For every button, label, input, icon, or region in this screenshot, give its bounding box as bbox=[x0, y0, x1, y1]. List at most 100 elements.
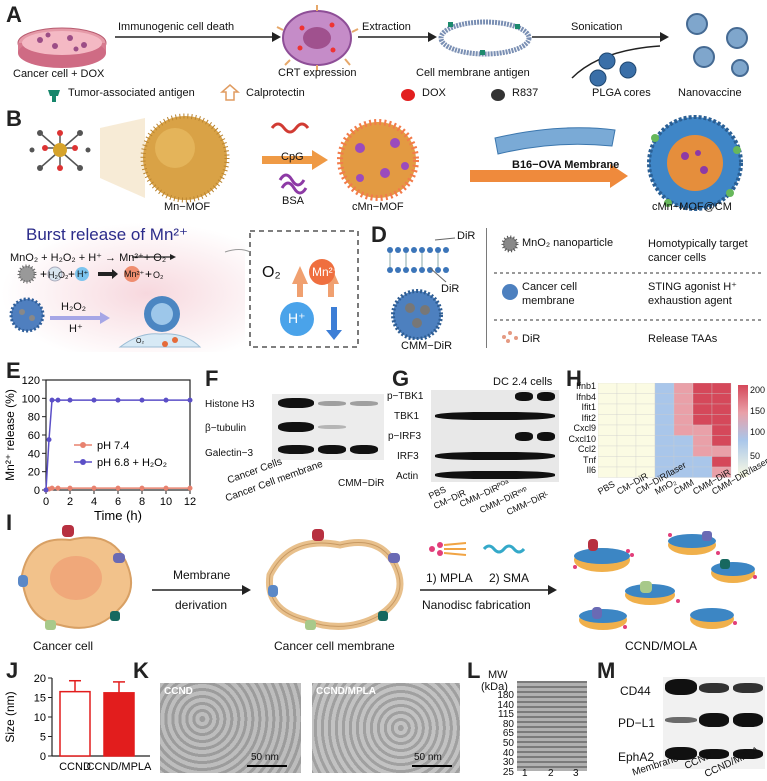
c-mini-o2b: O₂ bbox=[136, 338, 145, 345]
e-xtick-label: 8 bbox=[139, 496, 145, 508]
m-row-epha2: EphA2 bbox=[618, 750, 655, 764]
panel-label-a: A bbox=[6, 2, 22, 27]
h-cell bbox=[654, 414, 675, 426]
a-legend-r837: R837 bbox=[512, 87, 539, 99]
h-cell bbox=[635, 445, 656, 457]
e-data-point bbox=[187, 485, 193, 491]
c-mini-o2: O₂ bbox=[153, 270, 164, 280]
b-cmof-label: cMn−MOF bbox=[352, 201, 404, 213]
a-arrow3-label: Sonication bbox=[571, 21, 623, 33]
panel-label-l: L bbox=[467, 658, 481, 683]
e-data-point bbox=[139, 485, 145, 491]
panel-d-graphics bbox=[387, 237, 456, 340]
f-row-galectin: Galectin−3 bbox=[205, 448, 254, 459]
l-ladder-label: 140 bbox=[497, 699, 514, 711]
h-cell bbox=[673, 414, 694, 426]
h-row-label: Il6 bbox=[586, 465, 596, 475]
b-bsa-label: BSA bbox=[282, 195, 305, 207]
e-ytick-label: 120 bbox=[22, 375, 40, 387]
panel-label-d: D bbox=[371, 222, 387, 247]
panel-d-table-lines bbox=[486, 228, 761, 348]
c-mn-label: Mn²⁺ bbox=[312, 265, 339, 279]
h-cell bbox=[598, 414, 618, 426]
e-data-point bbox=[49, 485, 55, 491]
m-blot bbox=[663, 677, 765, 769]
g-title: DC 2.4 cells bbox=[493, 376, 553, 388]
h-cell bbox=[654, 403, 675, 415]
k-label-ccnd-mpla: CCND/MPLA bbox=[316, 686, 376, 697]
c-mini-mn: Mn²⁺ bbox=[124, 269, 145, 279]
l-gel bbox=[517, 681, 587, 771]
d-dir1: DiR bbox=[457, 230, 476, 242]
e-data-point bbox=[115, 485, 121, 491]
a-legend-antigen: Tumor-associated antigen bbox=[68, 87, 195, 99]
m-row-cd44: CD44 bbox=[620, 684, 651, 698]
a-step4: PLGA cores bbox=[592, 87, 651, 99]
d-row1-role: Homotypically target cancer cells bbox=[648, 238, 748, 264]
h-cell bbox=[692, 414, 713, 426]
h-cell bbox=[616, 466, 637, 478]
j-ytick-label: 15 bbox=[34, 693, 46, 705]
panel-c-background bbox=[0, 222, 245, 352]
h-cell bbox=[635, 424, 656, 436]
a-arrow2-label: Extraction bbox=[362, 21, 411, 33]
d-row2-item: Cancer cell membrane bbox=[522, 281, 578, 307]
e-data-point bbox=[55, 485, 61, 491]
d-row1-item: MnO₂ nanoparticle bbox=[522, 237, 614, 249]
h-cell bbox=[711, 456, 732, 468]
m-row-pdl1: PD−L1 bbox=[618, 716, 656, 730]
panel-label-k: K bbox=[133, 658, 149, 683]
l-kda: (kDa) bbox=[481, 681, 508, 693]
panel-label-j: J bbox=[6, 658, 19, 683]
i-membrane-label: Cancer cell membrane bbox=[274, 639, 395, 653]
e-xtick-label: 6 bbox=[115, 496, 121, 508]
e-data-point bbox=[67, 485, 73, 491]
e-data-point bbox=[55, 397, 61, 403]
c-o2-label: O₂ bbox=[262, 264, 281, 281]
h-cell bbox=[616, 414, 637, 426]
h-cell bbox=[635, 393, 656, 405]
e-legend-label: pH 6.8 + H₂O₂ bbox=[97, 457, 167, 469]
e-data-point bbox=[163, 397, 169, 403]
h-cell bbox=[673, 435, 694, 447]
h-color-scale bbox=[738, 385, 748, 477]
svg-text:+: + bbox=[40, 267, 47, 281]
h-row-label: Ifit1 bbox=[581, 402, 596, 412]
panel-a-graphics bbox=[17, 5, 749, 102]
i-fab: Nanodisc fabrication bbox=[422, 598, 531, 612]
c-h2o2: H₂O₂ bbox=[61, 301, 87, 313]
l-ladder-label: 40 bbox=[502, 747, 514, 759]
panel-label-g: G bbox=[392, 366, 410, 391]
k-scale-1: 50 nm bbox=[251, 752, 279, 763]
l-lane-2: 2 bbox=[548, 768, 554, 779]
g-row-ptbk1: p−TBK1 bbox=[387, 391, 424, 402]
a-step3: Cell membrane antigen bbox=[416, 67, 530, 79]
j-ytick-label: 0 bbox=[40, 751, 46, 763]
f-blot bbox=[272, 394, 384, 460]
b-membrane-label: B16−OVA Membrane bbox=[512, 159, 620, 171]
panel-i-graphics bbox=[18, 525, 757, 630]
h-scale-150: 150 bbox=[750, 406, 766, 416]
c-mini-h2o2: H₂O₂ bbox=[48, 270, 69, 280]
h-cell bbox=[635, 403, 656, 415]
e-data-point bbox=[43, 487, 49, 493]
h-cell bbox=[711, 424, 732, 436]
a-legend-calprotectin: Calprotectin bbox=[246, 87, 305, 99]
h-row-label: Tnf bbox=[582, 454, 596, 465]
h-cell bbox=[616, 435, 637, 447]
e-legend-marker bbox=[80, 459, 86, 465]
h-cell bbox=[711, 403, 732, 415]
h-scale-200: 200 bbox=[750, 385, 766, 395]
h-cell bbox=[616, 445, 637, 457]
c-h: H⁺ bbox=[69, 323, 83, 335]
c-equation: MnO₂ + H₂O₂ + H⁺ → Mn²⁺+ O₂ bbox=[10, 252, 167, 264]
h-cell bbox=[598, 393, 618, 405]
h-cell bbox=[654, 435, 675, 447]
panel-label-f: F bbox=[205, 366, 219, 391]
c-hplus-label: H⁺ bbox=[288, 310, 306, 326]
a-step2: CRT expression bbox=[278, 67, 357, 79]
h-cell bbox=[692, 403, 713, 415]
d-row2-role: STING agonist H⁺ exhaustion agent bbox=[648, 281, 737, 307]
